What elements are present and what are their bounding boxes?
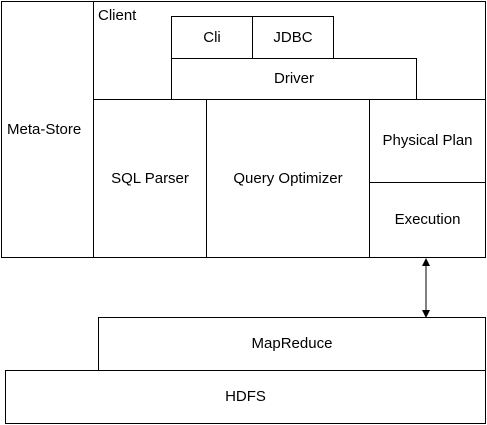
driver-box: Driver (171, 58, 417, 100)
query-optimizer-box: Query Optimizer (206, 99, 370, 258)
physical-plan-label: Physical Plan (382, 132, 473, 149)
hdfs-label: HDFS (225, 388, 266, 405)
sql-parser-label: SQL Parser (111, 169, 189, 187)
arrowhead-up-icon (422, 258, 430, 266)
hdfs-box: HDFS (5, 370, 486, 424)
arrowhead-down-icon (422, 310, 430, 318)
jdbc-label: JDBC (273, 28, 313, 46)
jdbc-box: JDBC (252, 16, 334, 59)
mapreduce-label: MapReduce (251, 335, 333, 352)
meta-store-label: Meta-Store (7, 121, 82, 138)
client-label: Client (98, 7, 137, 24)
execution-label: Execution (394, 211, 461, 228)
physical-plan-box: Physical Plan (369, 99, 486, 183)
execution-box: Execution (369, 182, 486, 258)
query-optimizer-label: Query Optimizer (233, 169, 343, 187)
execution-mapreduce-arrow (422, 258, 430, 318)
cli-box: Cli (171, 16, 253, 59)
driver-label: Driver (274, 70, 314, 87)
sql-parser-box: SQL Parser (93, 99, 207, 258)
mapreduce-box: MapReduce (98, 317, 486, 371)
cli-label: Cli (203, 28, 221, 46)
